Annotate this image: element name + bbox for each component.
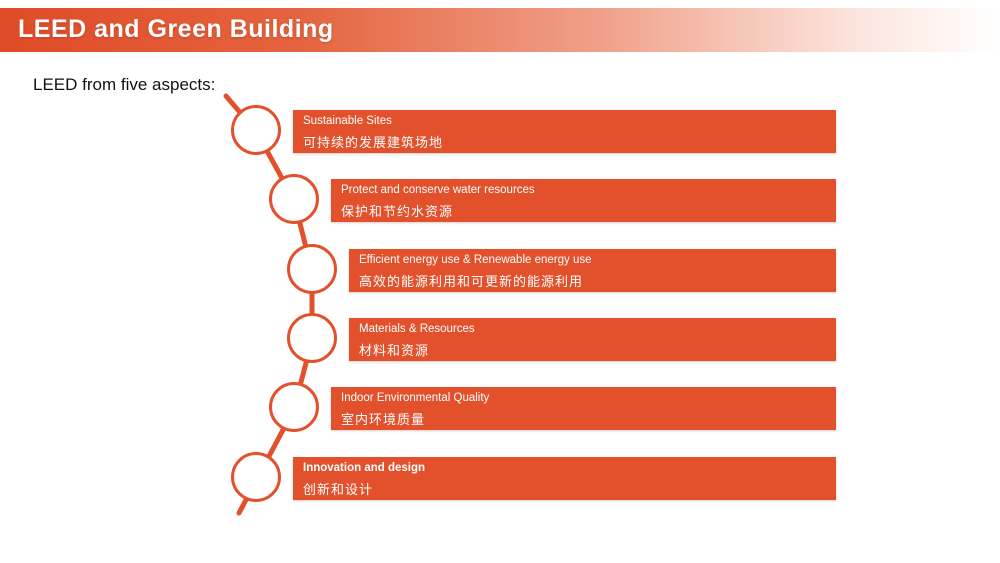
aspect-label-zh: 保护和节约水资源 — [341, 205, 454, 220]
node-circle — [269, 382, 319, 432]
aspect-bar: Protect and conserve water resources 保护和… — [331, 179, 836, 222]
aspect-label-zh: 可持续的发展建筑场地 — [303, 136, 444, 151]
aspect-row: Materials & Resources 材料和资源 — [0, 313, 1000, 363]
aspect-label-zh: 材料和资源 — [359, 344, 430, 359]
aspect-label-en: Efficient energy use & Renewable energy … — [359, 254, 592, 266]
aspect-row: Innovation and design 创新和设计 — [0, 452, 1000, 502]
slide-title: LEED and Green Building — [18, 15, 334, 43]
aspect-label-zh: 创新和设计 — [303, 483, 374, 498]
node-circle — [287, 313, 337, 363]
aspect-bar: Materials & Resources 材料和资源 — [349, 318, 836, 361]
aspect-bar: Innovation and design 创新和设计 — [293, 457, 836, 500]
aspect-label-zh: 高效的能源利用和可更新的能源利用 — [359, 275, 584, 290]
intro-text: LEED from five aspects: — [33, 75, 216, 94]
header-banner: LEED and Green Building — [0, 8, 1000, 52]
aspect-label-en: Protect and conserve water resources — [341, 184, 535, 196]
aspect-row: Indoor Environmental Quality 室内环境质量 — [0, 382, 1000, 432]
aspect-bar: Indoor Environmental Quality 室内环境质量 — [331, 387, 836, 430]
node-circle — [231, 105, 281, 155]
node-circle — [287, 244, 337, 294]
aspect-label-en: Innovation and design — [303, 462, 426, 474]
node-circle — [269, 174, 319, 224]
aspect-row: Sustainable Sites 可持续的发展建筑场地 — [0, 105, 1000, 155]
aspect-bar: Sustainable Sites 可持续的发展建筑场地 — [293, 110, 836, 153]
aspect-label-en: Sustainable Sites — [303, 115, 392, 127]
aspect-label-en: Materials & Resources — [359, 323, 475, 335]
node-circle — [231, 452, 281, 502]
aspect-row: Protect and conserve water resources 保护和… — [0, 174, 1000, 224]
aspect-bar: Efficient energy use & Renewable energy … — [349, 249, 836, 292]
aspect-label-en: Indoor Environmental Quality — [341, 392, 490, 404]
aspect-label-zh: 室内环境质量 — [341, 413, 426, 428]
aspect-row: Efficient energy use & Renewable energy … — [0, 244, 1000, 294]
